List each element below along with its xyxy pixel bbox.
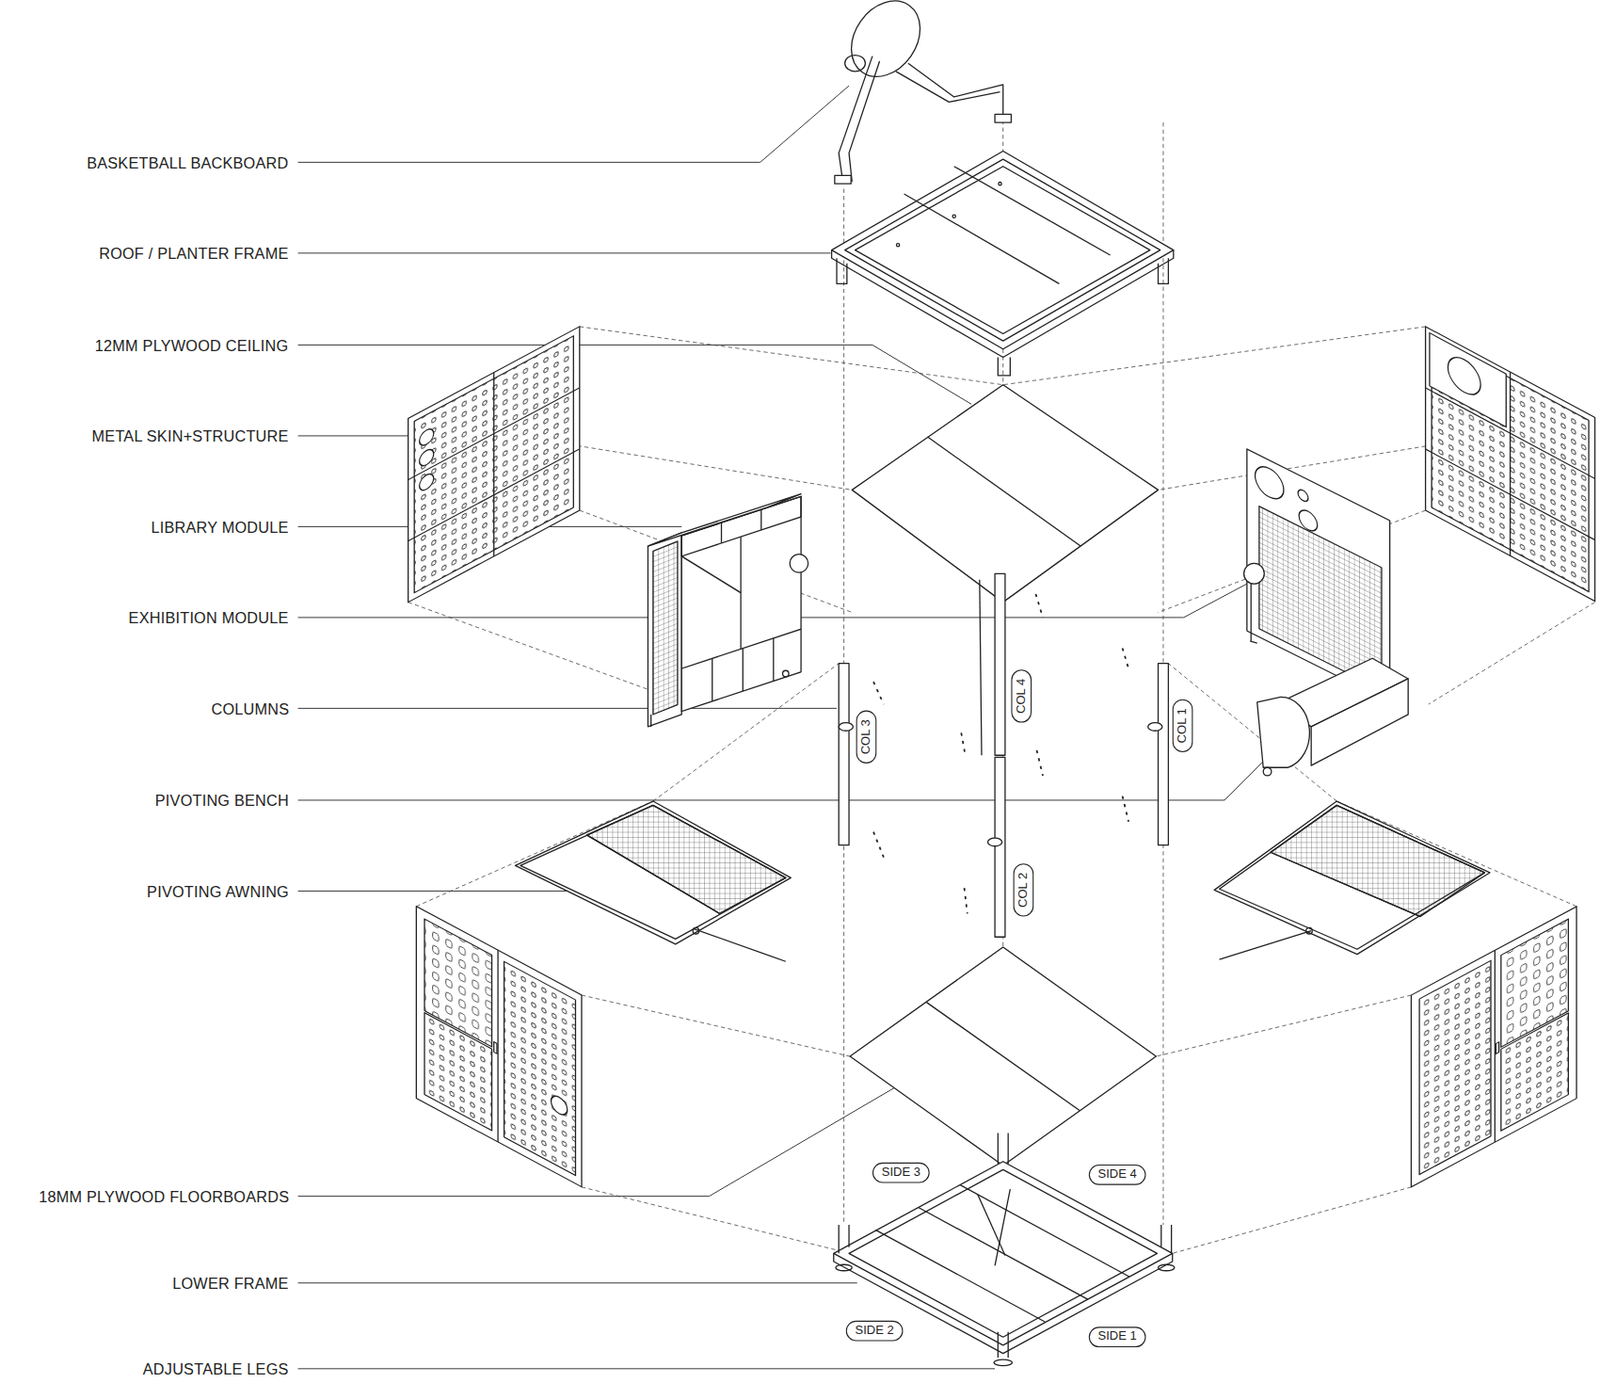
part-label: ADJUSTABLE LEGS [143,1360,289,1377]
part-label: 12MM PLYWOOD CEILING [95,336,289,353]
column-tag: COL 1 [1172,699,1194,752]
side-tag: SIDE 4 [1088,1164,1147,1185]
part-label: PIVOTING BENCH [155,791,289,809]
part-label: COLUMNS [210,699,289,717]
leader-lines [298,85,1264,1369]
tag-text: SIDE 1 [1098,1327,1137,1344]
tag-text: COL 4 [1012,678,1029,714]
lower-frame [833,1132,1175,1365]
pivoting-awning-left [515,800,792,961]
side-tag: SIDE 1 [1088,1326,1147,1347]
columns [838,573,1168,937]
tag-text: COL 2 [1014,872,1031,908]
metal-skin-left [408,326,580,603]
pivoting-bench [1257,657,1408,776]
part-label: BASKETBALL BACKBOARD [86,153,288,171]
library-module [647,494,808,727]
column-tag: COL 2 [1013,863,1035,916]
column-tag: COL 4 [1010,669,1032,722]
side-tag: SIDE 3 [872,1162,930,1184]
part-label: 18MM PLYWOOD FLOORBOARDS [38,1186,289,1204]
part-label: METAL SKIN+STRUCTURE [92,427,289,445]
basketball-backboard [834,0,1012,184]
pivoting-awning-right [1214,800,1490,960]
part-label: EXHIBITION MODULE [128,608,289,626]
metal-skin-right [1425,326,1596,602]
roof-planter-frame [832,150,1174,376]
plywood-ceiling [851,384,1158,603]
part-label: PIVOTING AWNING [146,881,289,899]
column-tag: COL 3 [856,710,878,764]
tag-text: SIDE 2 [855,1321,895,1338]
side-box-left [416,906,582,1187]
side-tag: SIDE 2 [846,1320,904,1342]
part-label: ROOF / PLANTER FRAME [98,244,288,262]
plywood-floorboards [849,946,1156,1166]
side-box-right [1410,906,1577,1187]
part-label: LOWER FRAME [172,1274,288,1292]
tag-text: SIDE 4 [1098,1165,1137,1182]
tag-text: COL 3 [857,719,874,754]
tag-text: SIDE 3 [881,1163,921,1180]
part-label: LIBRARY MODULE [150,517,288,535]
projection-lines [408,120,1596,1253]
tag-text: COL 1 [1173,707,1190,743]
